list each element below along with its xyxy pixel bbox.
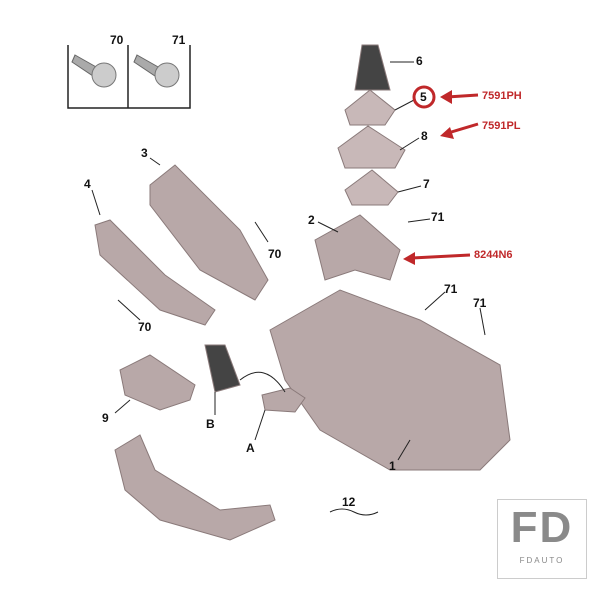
part-b-boot — [204, 344, 241, 393]
label-12: 12 — [342, 495, 356, 509]
label-9: 9 — [102, 411, 109, 425]
screw-icon — [71, 54, 180, 88]
part-a-bracket — [261, 387, 306, 413]
label-70: 70 — [138, 320, 152, 334]
part-12-duct — [114, 434, 276, 541]
label-7: 7 — [423, 177, 430, 191]
part-4-panel — [94, 219, 216, 326]
label-71: 71 — [444, 282, 458, 296]
part-7-frame — [344, 169, 399, 206]
label-8: 8 — [421, 129, 428, 143]
label-3: 3 — [141, 146, 148, 160]
label-b: B — [206, 417, 215, 431]
screw-label-71: 71 — [172, 33, 186, 47]
label-5: 5 — [420, 90, 427, 104]
label-71: 71 — [473, 296, 487, 310]
ref-7591pl: 7591PL — [482, 120, 521, 132]
label-70: 70 — [268, 247, 282, 261]
screw-box — [67, 45, 191, 109]
red-arrows — [403, 85, 479, 265]
part-8-frame — [337, 125, 406, 169]
ref-8244n6: 8244N6 — [474, 249, 513, 261]
part-2-bezel — [314, 214, 401, 281]
screw-label-70: 70 — [110, 33, 124, 47]
ref-7591ph: 7591PH — [482, 90, 522, 102]
label-71: 71 — [431, 210, 445, 224]
logo-title: FD — [510, 503, 574, 552]
logo-subtitle: FDAUTO — [519, 556, 565, 565]
label-6: 6 — [416, 54, 423, 68]
part-5-ring — [344, 89, 396, 126]
leader-lines — [91, 61, 486, 516]
label-a: A — [246, 441, 255, 455]
label-1: 1 — [389, 459, 396, 473]
part-9-bracket — [119, 354, 196, 411]
fdauto-logo: FD FDAUTO — [497, 499, 587, 579]
part-6-boot — [354, 44, 391, 91]
part-1-console — [269, 289, 511, 471]
label-4: 4 — [84, 177, 91, 191]
label-2: 2 — [308, 213, 315, 227]
part-3-panel — [149, 164, 269, 301]
